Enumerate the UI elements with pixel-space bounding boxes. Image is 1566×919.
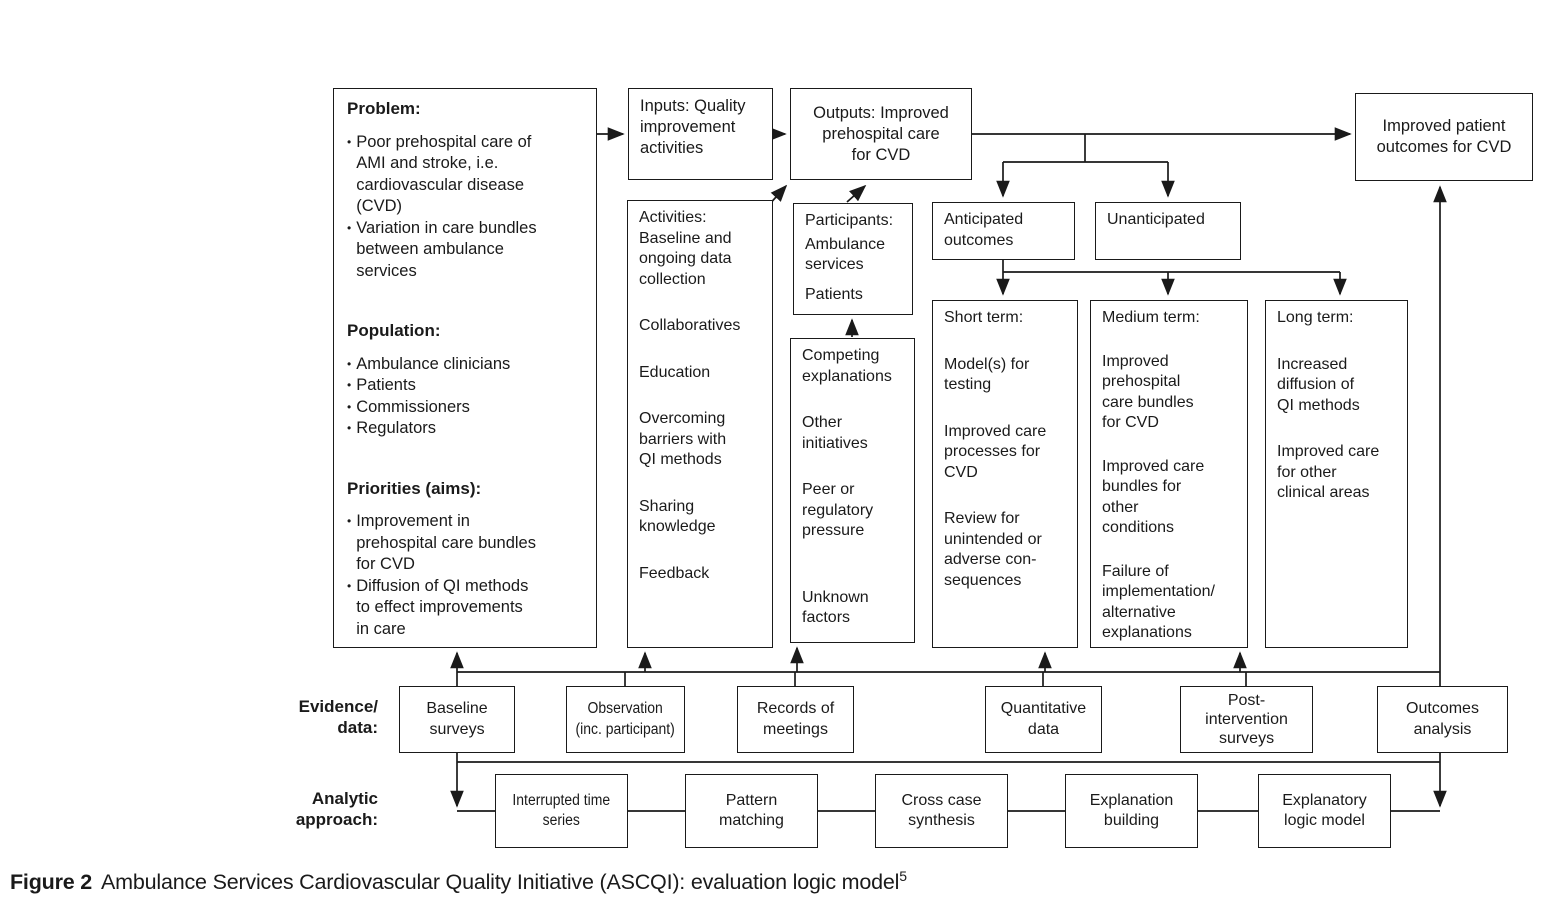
arrow-participants-to-outputs — [846, 184, 867, 203]
explanatory-logic-model-box: Explanatory logic model — [1258, 774, 1391, 848]
medium-term-title: Medium term: — [1102, 309, 1200, 326]
evidence-data-label: Evidence/ data: — [298, 697, 378, 737]
branch-to-outcome-types — [996, 134, 1175, 198]
long-term-box: Long term: Increased diffusion of QI met… — [1265, 300, 1408, 648]
inputs-box: Inputs: Quality improvement activities — [628, 88, 773, 180]
pattern-matching-box: Pattern matching — [685, 774, 818, 848]
bullet-text: Improvement in prehospital care bundles … — [356, 512, 536, 573]
quantitative-data-box: Quantitative data — [985, 686, 1102, 753]
short-term-item: Model(s) for testing — [944, 355, 1030, 394]
branch-anticipated-to-terms — [996, 260, 1347, 296]
bullet-item: Ambulance clinicians — [347, 354, 590, 376]
participants-item: Patients — [805, 285, 863, 303]
unanticipated-box: Unanticipated — [1095, 202, 1241, 260]
short-term-box: Short term: Model(s) for testing Improve… — [932, 300, 1078, 648]
section-heading: Problem: — [347, 99, 421, 118]
bullet-text: Poor prehospital care of AMI and stroke,… — [356, 132, 532, 216]
activities-item: Collaboratives — [639, 317, 741, 334]
bullet-text: Patients — [356, 376, 416, 394]
short-term-item: Review for unintended or adverse con- se… — [944, 510, 1042, 589]
activities-item: Overcoming barriers with QI methods — [639, 410, 727, 468]
bullet-item: Variation in care bundles between ambula… — [347, 218, 590, 283]
problem-box: Problem: Poor prehospital care of AMI an… — [333, 88, 597, 648]
cross-case-synthesis-label: Cross case synthesis — [901, 791, 982, 830]
observation-box: Observation (inc. participant) — [566, 686, 685, 753]
activities-title: Activities: — [639, 209, 707, 226]
unanticipated-label: Unanticipated — [1107, 211, 1205, 228]
baseline-surveys-box: Baseline surveys — [399, 686, 515, 753]
bullet-text: Ambulance clinicians — [356, 354, 511, 373]
competing-explanations-box: Competing explanations Other initiatives… — [790, 338, 915, 643]
outputs-label: Outputs: Improved prehospital care for C… — [813, 103, 949, 164]
population-section: Population: Ambulance clinicians Patient… — [347, 320, 590, 440]
competing-item: Other initiatives — [802, 414, 868, 452]
interrupted-time-series-box: Interrupted time series — [495, 774, 628, 848]
participants-title: Participants: — [805, 212, 894, 229]
outcomes-analysis-box: Outcomes analysis — [1377, 686, 1508, 753]
long-term-item: Increased diffusion of QI methods — [1277, 355, 1360, 414]
competing-item: Peer or regulatory pressure — [802, 481, 874, 539]
priorities-section: Priorities (aims): Improvement in prehos… — [347, 478, 590, 641]
post-intervention-surveys-box: Post- intervention surveys — [1180, 686, 1313, 753]
inputs-label: Inputs: Quality improvement activities — [640, 97, 746, 157]
activities-item: Feedback — [639, 564, 710, 582]
cross-case-synthesis-box: Cross case synthesis — [875, 774, 1008, 848]
long-term-title: Long term: — [1277, 309, 1354, 326]
lower-bus — [450, 753, 1440, 808]
activities-item: Baseline and ongoing data collection — [639, 229, 732, 288]
bullet-item: Diffusion of QI methods to effect improv… — [347, 576, 590, 641]
competing-item: Unknown factors — [802, 588, 869, 627]
outcomes-analysis-label: Outcomes analysis — [1406, 700, 1479, 738]
bullet-text: Variation in care bundles between ambula… — [356, 218, 537, 280]
short-term-item: Improved care processes for CVD — [944, 422, 1047, 481]
quantitative-data-label: Quantitative data — [1000, 700, 1087, 738]
figure-caption-superscript: 5 — [899, 868, 907, 884]
competing-item: Competing explanations — [802, 347, 892, 385]
figure-caption-number: Figure 2 — [10, 870, 93, 895]
improved-patient-outcomes-box: Improved patient outcomes for CVD — [1355, 93, 1533, 181]
pattern-matching-label: Pattern matching — [719, 791, 784, 830]
bullet-item: Patients — [347, 375, 590, 397]
medium-term-item: Improved prehospital care bundles for CV… — [1102, 352, 1194, 432]
outputs-box: Outputs: Improved prehospital care for C… — [790, 88, 972, 180]
bullet-text: Commissioners — [356, 397, 470, 416]
baseline-surveys-label: Baseline surveys — [426, 700, 488, 738]
figure-caption: Figure 2 Ambulance Services Cardiovascula… — [10, 868, 907, 895]
short-term-title: Short term: — [944, 309, 1024, 326]
problem-section: Problem: Poor prehospital care of AMI an… — [347, 98, 590, 282]
section-heading: Priorities (aims): — [347, 478, 482, 498]
medium-term-box: Medium term: Improved prehospital care b… — [1090, 300, 1248, 648]
bullet-item: Improvement in prehospital care bundles … — [347, 511, 590, 576]
activities-item: Education — [639, 363, 711, 381]
explanation-building-label: Explanation building — [1089, 791, 1174, 830]
bullet-item: Poor prehospital care of AMI and stroke,… — [347, 132, 590, 218]
records-of-meetings-box: Records of meetings — [737, 686, 854, 753]
evidence-bus — [450, 646, 1440, 686]
post-intervention-surveys-label: Post- intervention surveys — [1205, 692, 1288, 747]
records-of-meetings-label: Records of meetings — [756, 700, 835, 738]
bullet-text: Diffusion of QI methods to effect improv… — [356, 576, 529, 638]
section-heading: Population: — [347, 321, 441, 340]
participants-box: Participants: Ambulance services Patient… — [793, 203, 913, 315]
anticipated-outcomes-label: Anticipated outcomes — [944, 211, 1024, 249]
anticipated-outcomes-box: Anticipated outcomes — [932, 202, 1075, 260]
observation-label: Observation (inc. participant) — [575, 700, 676, 738]
participants-item: Ambulance services — [805, 235, 886, 274]
bullet-text: Regulators — [356, 419, 436, 437]
bullet-item: Commissioners — [347, 397, 590, 419]
medium-term-item: Improved care bundles for other conditio… — [1102, 457, 1205, 537]
explanatory-logic-model-label: Explanatory logic model — [1282, 791, 1367, 830]
improved-patient-outcomes-label: Improved patient outcomes for CVD — [1376, 117, 1512, 156]
activities-box: Activities: Baseline and ongoing data co… — [627, 200, 773, 648]
analytic-approach-label: Analytic approach: — [295, 789, 378, 829]
medium-term-item: Failure of implementation/ alternative e… — [1102, 562, 1215, 642]
explanation-building-box: Explanation building — [1065, 774, 1198, 848]
interrupted-time-series-label: Interrupted time series — [512, 791, 611, 830]
bullet-item: Regulators — [347, 418, 590, 440]
activities-item: Sharing knowledge — [639, 497, 716, 536]
figure-caption-text: Ambulance Services Cardiovascular Qualit… — [101, 870, 900, 895]
long-term-item: Improved care for other clinical areas — [1277, 443, 1380, 501]
